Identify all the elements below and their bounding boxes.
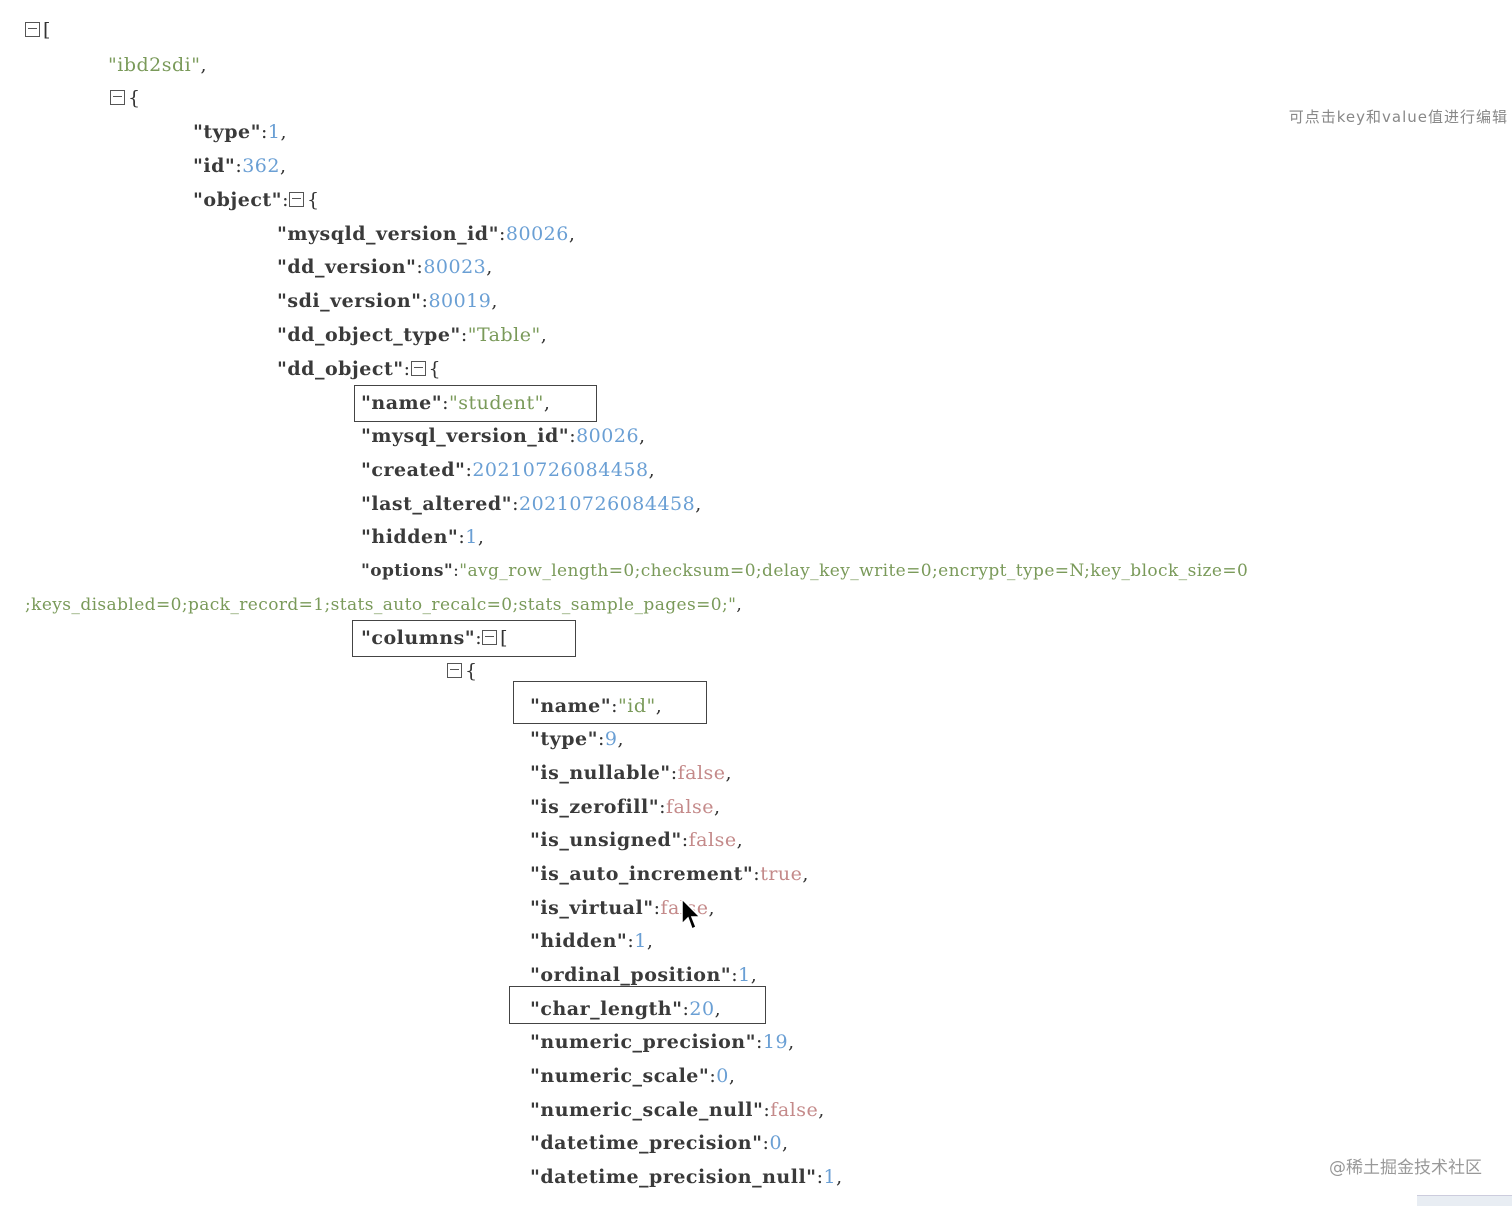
collapse-toggle-icon[interactable] [482,629,498,645]
mouse-pointer-icon [681,898,701,931]
json-line-wrap[interactable]: ;keys_disabled=0;pack_record=1;stats_aut… [25,595,743,615]
json-line[interactable]: "is_auto_increment":true, [530,863,809,885]
taskbar-corner [1417,1195,1512,1206]
collapse-toggle-icon[interactable] [25,21,40,37]
json-line[interactable]: "created":20210726084458, [361,459,656,481]
highlight-box [352,620,576,657]
json-line[interactable]: "is_zerofill":false, [530,796,721,818]
highlight-box [513,681,707,724]
collapse-toggle-icon[interactable] [447,662,462,678]
json-line[interactable]: "options":"avg_row_length=0;checksum=0;d… [361,561,1249,581]
json-line[interactable]: "mysql_version_id":80026, [361,425,646,447]
json-line[interactable]: "sdi_version":80019, [277,290,498,312]
json-line[interactable]: "ordinal_position":1, [530,964,758,986]
json-line[interactable]: "datetime_precision_null":1, [530,1166,843,1188]
collapse-toggle-icon[interactable] [410,360,426,376]
json-line[interactable]: "type":1, [193,121,288,143]
json-line[interactable]: "name":"student", [361,392,551,414]
collapse-toggle-icon[interactable] [288,191,304,207]
json-line[interactable]: "id":362, [193,155,287,177]
json-line[interactable]: "dd_object_type":"Table", [277,324,548,346]
json-line[interactable]: "datetime_precision":0, [530,1132,789,1154]
json-line[interactable]: "dd_version":80023, [277,256,493,278]
json-line[interactable]: "name":"id", [530,695,663,717]
json-line[interactable]: "dd_object":{ [277,358,442,380]
object-open: { [110,83,141,113]
json-line[interactable]: "hidden":1, [361,526,485,548]
json-line[interactable]: "numeric_scale_null":false, [530,1099,825,1121]
highlight-box [509,986,766,1024]
json-line[interactable]: "is_nullable":false, [530,762,733,784]
json-line[interactable]: "last_altered":20210726084458, [361,493,702,515]
json-line[interactable]: "numeric_scale":0, [530,1065,736,1087]
object-open: { [447,656,478,686]
json-line[interactable]: "mysqld_version_id":80026, [277,223,576,245]
root-array: [ [25,15,51,45]
watermark: @稀土掘金技术社区 [1329,1158,1482,1178]
json-line[interactable]: "numeric_precision":19, [530,1031,795,1053]
edit-hint: 可点击key和value值进行编辑 [1288,108,1508,126]
json-line[interactable]: "ibd2sdi", [108,54,208,76]
collapse-toggle-icon[interactable] [110,89,125,105]
json-line[interactable]: "hidden":1, [530,930,654,952]
json-line[interactable]: "char_length":20, [530,998,722,1020]
json-line[interactable]: "object":{ [193,189,320,211]
highlight-box [354,385,597,422]
json-line[interactable]: "columns":[ [361,627,509,649]
json-line[interactable]: "type":9, [530,728,625,750]
json-line[interactable]: "is_unsigned":false, [530,829,744,851]
